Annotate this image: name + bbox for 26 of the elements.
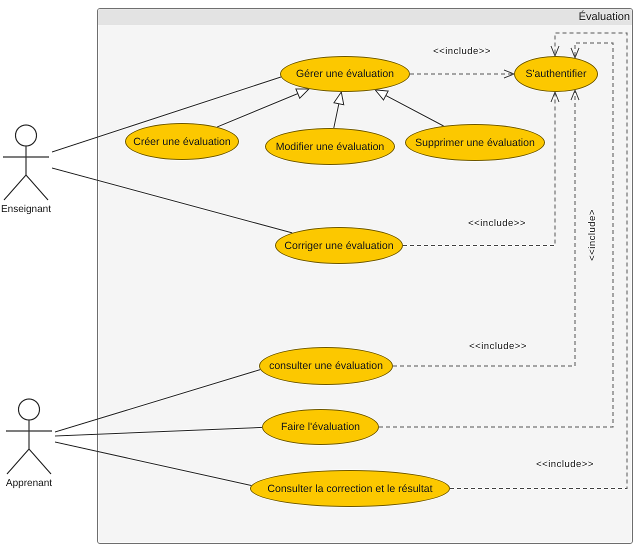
actor-label: Apprenant xyxy=(6,478,52,490)
use-case-label: Modifier une évaluation xyxy=(276,140,384,152)
hollow-triangle-arrow xyxy=(333,92,344,128)
system-title: Évaluation xyxy=(98,9,632,25)
use-case-label: consulter une évaluation xyxy=(269,360,383,372)
use-case-label: Consulter la correction et le résultat xyxy=(267,482,433,494)
dashed-arrow xyxy=(378,42,614,428)
dashed-arrow xyxy=(392,90,580,366)
hollow-triangle-arrow xyxy=(216,88,310,128)
system-boundary xyxy=(97,8,633,544)
association-line xyxy=(54,442,252,486)
dashed-arrow xyxy=(402,92,560,246)
association-line xyxy=(52,168,293,234)
hollow-triangle-arrow xyxy=(374,89,444,126)
association-line xyxy=(54,426,262,436)
association-line xyxy=(54,369,261,432)
use-case-label: Corriger une évaluation xyxy=(284,240,394,252)
dashed-arrow xyxy=(410,70,514,78)
dashed-arrow xyxy=(450,32,628,489)
use-case-label: Gérer une évaluation xyxy=(296,68,394,80)
use-case-label: Faire l'évaluation xyxy=(280,421,360,433)
use-case-label: S'authentifier xyxy=(526,68,586,80)
actor-label: Enseignant xyxy=(0,204,52,216)
association-line xyxy=(52,76,282,152)
use-case-label: Créer une évaluation xyxy=(133,136,231,148)
use-case-label: Supprimer une évaluation xyxy=(415,136,535,148)
